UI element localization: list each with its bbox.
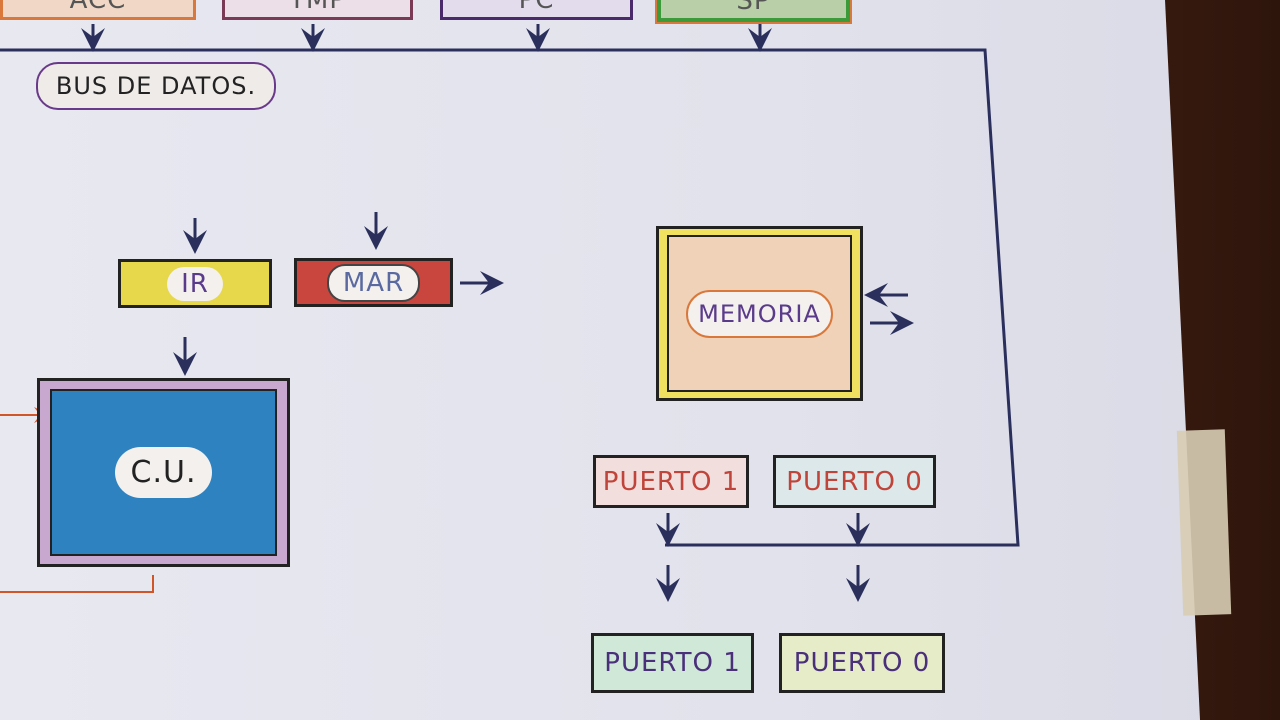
port-0-lower-label: PUERTO 0 [793,648,931,678]
control-unit: C.U. [37,378,290,567]
memory-block: MEMORIA [656,226,863,401]
bus-label: BUS DE DATOS. [55,72,257,100]
register-pc: PC [440,0,633,20]
register-ir: IR [118,259,272,308]
register-acc: ACC [0,0,196,20]
memory-inner: MEMORIA [667,235,852,392]
register-mar: MAR [294,258,453,307]
port-0-lower: PUERTO 0 [779,633,945,693]
register-ir-label: IR [167,266,223,301]
port-1-lower-label: PUERTO 1 [604,648,741,678]
data-bus-line [0,48,1020,547]
port-1-upper: PUERTO 1 [593,455,749,508]
port-1-lower: PUERTO 1 [591,633,754,693]
orange-line-from-cu [0,575,154,593]
port-1-upper-label: PUERTO 1 [602,466,740,497]
port-0-upper-label: PUERTO 0 [786,466,923,497]
register-mar-label: MAR [326,263,421,302]
control-unit-inner: C.U. [50,389,277,556]
register-pc-label: PC [518,0,555,15]
register-sp: SP [655,0,852,24]
register-tmp-label: TMP [289,0,346,15]
register-sp-label: SP [736,0,771,16]
memory-label: MEMORIA [686,289,833,338]
port-0-upper: PUERTO 0 [773,455,936,508]
bus-label-cloud: BUS DE DATOS. [36,62,276,110]
control-unit-label: C.U. [114,447,213,498]
register-acc-label: ACC [69,0,127,15]
register-tmp: TMP [222,0,413,20]
